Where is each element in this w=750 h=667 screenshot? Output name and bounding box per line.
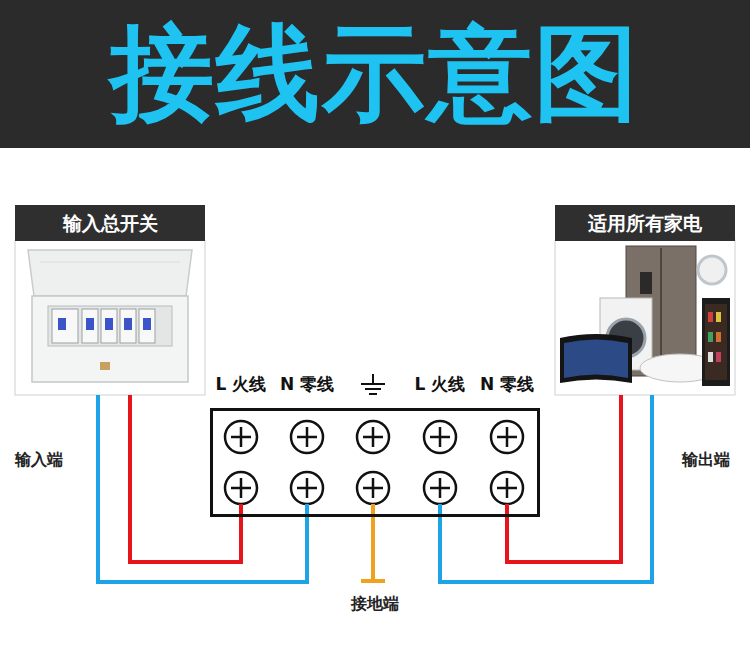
terminal-block: L 火线N 零线L 火线N 零线 xyxy=(210,408,540,517)
device-box: 输入总开关 xyxy=(15,205,205,395)
terminal-label: L 火线 xyxy=(216,373,267,395)
box-heading: 输入总开关 xyxy=(15,205,205,241)
terminal-label: L 火线 xyxy=(415,373,466,395)
terminal-caption: 输出端 xyxy=(682,450,730,470)
box-heading: 适用所有家电 xyxy=(555,205,735,241)
terminal-crosses xyxy=(231,427,517,498)
wire xyxy=(98,395,307,582)
breaker-panel-picture xyxy=(15,240,205,395)
terminal-label: N 零线 xyxy=(480,373,534,395)
wire xyxy=(130,395,241,562)
terminal-caption: 输入端 xyxy=(15,450,63,470)
terminal-screws xyxy=(225,421,523,504)
appliances-picture xyxy=(555,240,735,395)
terminal-caption: 接地端 xyxy=(351,594,399,614)
device-box: 适用所有家电 xyxy=(555,205,735,395)
diagram-title: 接线示意图 xyxy=(0,12,750,134)
wire xyxy=(440,395,652,582)
terminal-label: N 零线 xyxy=(280,373,334,395)
wire xyxy=(507,395,621,562)
ground-symbol xyxy=(361,374,385,394)
